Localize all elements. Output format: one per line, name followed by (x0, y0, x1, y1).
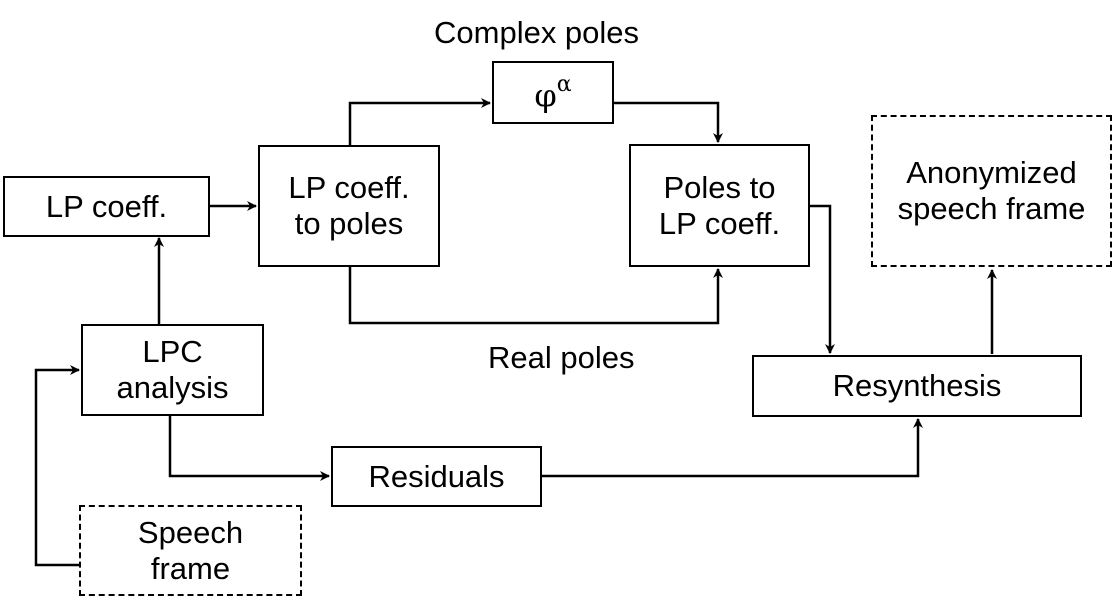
edge-complex-poles (348, 98, 491, 145)
phi-alpha-label: φα (534, 71, 571, 114)
alpha-superscript: α (556, 72, 572, 98)
lpc-analysis-box: LPC analysis (81, 324, 264, 416)
edge-poles-to-resynthesis (810, 204, 835, 354)
phi-symbol: φ (534, 76, 557, 115)
poles-to-lp-coeff-box: Poles to LP coeff. (629, 144, 810, 267)
lpc-analysis-label: LPC analysis (116, 334, 229, 405)
residuals-label: Residuals (368, 458, 505, 494)
poles-to-lp-coeff-label: Poles to LP coeff. (658, 169, 781, 241)
speech-frame-label: Speech frame (137, 514, 244, 586)
phi-alpha-box: φα (492, 61, 614, 124)
edge-real-poles (348, 267, 723, 325)
anonymized-speech-frame-box: Anonymized speech frame (871, 115, 1112, 267)
lp-coeff-to-poles-label: LP coeff. to poles (288, 170, 410, 241)
resynthesis-box: Resynthesis (752, 355, 1082, 417)
lp-coeff-to-poles-box: LP coeff. to poles (258, 145, 440, 267)
lp-coeff-label: LP coeff. (45, 188, 168, 224)
resynthesis-label: Resynthesis (832, 368, 1002, 403)
anonymized-speech-frame-label: Anonymized speech frame (897, 155, 1086, 226)
edge-phi-to-poles (614, 101, 723, 143)
residuals-box: Residuals (331, 446, 542, 507)
complex-poles-label: Complex poles (434, 15, 640, 50)
edge-lpc-to-residuals (168, 416, 330, 481)
speech-frame-box: Speech frame (79, 505, 302, 596)
edge-residuals-to-resynthesis (542, 418, 923, 478)
lp-coeff-box: LP coeff. (3, 176, 210, 237)
edge-speech-to-lpc (34, 365, 80, 567)
real-poles-label: Real poles (488, 340, 635, 375)
